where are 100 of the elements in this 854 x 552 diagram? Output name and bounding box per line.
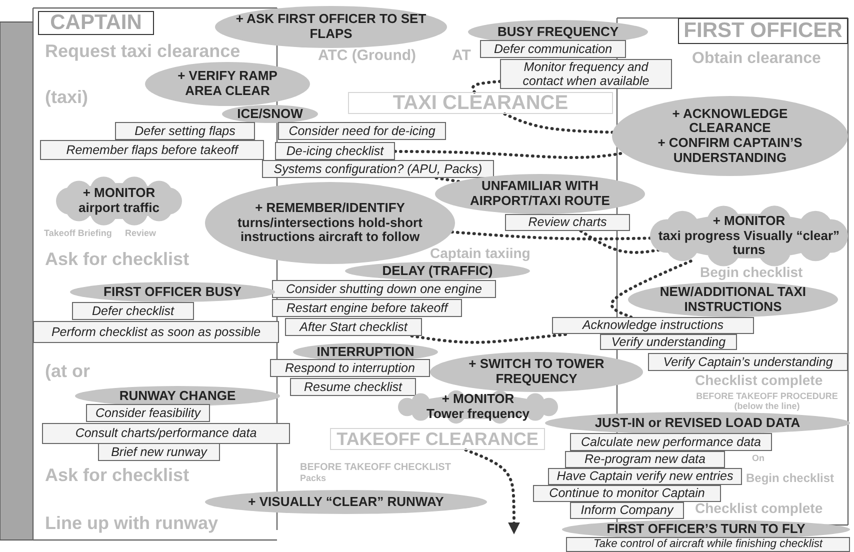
oval-callout	[545, 412, 850, 434]
note-box	[272, 280, 496, 298]
callout-heading: ICE/SNOW	[237, 106, 303, 122]
phase-label-box	[348, 92, 613, 114]
faint-text: Begin checklist	[700, 265, 803, 280]
callout-heading: airport traffic	[78, 201, 160, 216]
faint-text: (taxi)	[45, 88, 88, 108]
faint-text: On	[752, 454, 764, 464]
faint-text: Request taxi clearance	[45, 42, 240, 62]
note-text: Consider need for de-icing	[288, 124, 436, 138]
callout-heading: NEW/ADDITIONAL TAXI INSTRUCTIONS	[658, 284, 808, 314]
note-text: Consider feasibility	[96, 406, 200, 420]
note-box	[648, 353, 848, 371]
note-box	[33, 321, 279, 343]
column-title: FIRST OFFICER	[684, 19, 842, 43]
callout-heading: + VISUALLY “CLEAR” RUNWAY	[248, 494, 444, 510]
note-text: Brief new runway	[111, 444, 207, 460]
callout-heading: + VERIFY RAMP AREA CLEAR	[176, 69, 278, 99]
dotted-connector	[450, 230, 652, 240]
note-text: Restart engine before takeoff	[286, 300, 448, 316]
note-text: Defer setting flaps	[134, 124, 236, 138]
dotted-connector	[434, 176, 460, 183]
note-box	[533, 485, 721, 502]
note-box	[500, 59, 672, 89]
callout-heading: + MONITOR	[82, 186, 156, 201]
note-text: Inform Company	[580, 503, 674, 518]
faint-text: Checklist complete	[695, 501, 823, 516]
note-box	[570, 433, 772, 451]
callout-heading: FIRST OFFICER’S TURN TO FLY	[606, 522, 806, 537]
note-text: Verify Captain’s understanding	[663, 354, 833, 370]
callout-heading: + ASK FIRST OFFICER TO SET FLAPS	[234, 12, 428, 42]
note-box	[570, 502, 684, 519]
faint-text: (at or	[45, 362, 90, 382]
oval-callout	[345, 262, 530, 280]
note-box	[86, 404, 210, 422]
dotted-arrow	[464, 448, 520, 534]
note-box	[290, 378, 416, 396]
callout-heading: + SWITCH TO TOWER FREQUENCY	[468, 357, 606, 387]
note-box	[278, 122, 446, 140]
note-text: Consult charts/performance data	[75, 426, 257, 441]
faint-text: Captain taxiing	[430, 246, 530, 262]
callout-heading: + ACKNOWLEDGE CLEARANCE	[671, 106, 789, 136]
faint-text: Checklist complete	[695, 373, 823, 388]
note-text: Defer communication	[494, 42, 612, 56]
faint-text: BEFORE TAKEOFF CHECKLIST	[300, 462, 451, 473]
note-box	[566, 537, 850, 552]
note-text: Review charts	[528, 215, 607, 230]
callout-heading: + MONITOR	[442, 392, 514, 407]
note-text: Monitor frequency and contact when available	[522, 60, 650, 88]
note-box	[480, 40, 626, 58]
note-text: Remember flaps before takeoff	[66, 142, 238, 158]
faint-text: Line up with runway	[45, 514, 218, 534]
note-box	[552, 317, 754, 334]
callout-heading: turns/intersections hold-short instructions aircraft to follow	[236, 216, 424, 245]
faint-text: Ask for checklist	[45, 466, 190, 486]
dotted-connector	[579, 230, 662, 254]
note-text: Acknowledge instructions	[582, 318, 724, 333]
note-text: Resume checklist	[304, 380, 402, 394]
faint-text: BEFORE TAKEOFF PROCEDURE (below the line)	[695, 392, 839, 412]
note-box	[285, 318, 422, 336]
oval-callout	[612, 96, 848, 176]
callout-heading: + REMEMBER/IDENTIFY	[255, 201, 405, 216]
faint-text: ATC (Ground)	[318, 48, 416, 64]
note-text: Continue to monitor Captain	[549, 486, 705, 501]
note-box	[40, 140, 264, 160]
dotted-connector	[394, 150, 625, 159]
column-title: CAPTAIN	[50, 11, 142, 35]
note-box	[272, 299, 462, 317]
note-text: Consider shutting down one engine	[286, 282, 482, 296]
note-text: Calculate new performance data	[581, 434, 761, 450]
note-box	[548, 468, 742, 485]
oval-callout	[430, 352, 643, 392]
callout-heading: BUSY FREQUENCY	[497, 24, 619, 40]
note-text: Respond to interruption	[285, 360, 415, 376]
note-text: Systems configuration? (APU, Packs)	[274, 162, 482, 176]
cloud-callout	[650, 205, 848, 267]
callout-heading: Tower frequency	[426, 407, 530, 422]
oval-callout	[435, 174, 645, 214]
callout-heading: taxi progress Visually “clear” turns	[658, 228, 840, 258]
note-box	[115, 122, 255, 140]
faint-text: AT	[452, 48, 471, 64]
faint-text: Packs	[300, 474, 326, 484]
callout-heading: FIRST OFFICER BUSY	[104, 284, 242, 300]
oval-callout	[145, 62, 310, 106]
note-box	[42, 423, 290, 444]
note-text: After Start checklist	[300, 320, 408, 334]
oval-callout	[205, 490, 487, 514]
callout-heading: INTERRUPTION	[316, 344, 414, 360]
note-box	[98, 443, 220, 461]
column-title-box	[38, 11, 154, 35]
oval-callout	[222, 105, 318, 123]
note-box	[270, 359, 430, 377]
faint-text: Begin checklist	[746, 472, 834, 486]
phase-title: TAKEOFF CLEARANCE	[336, 428, 538, 450]
phase-title: TAXI CLEARANCE	[392, 92, 568, 114]
faint-text: Ask for checklist	[45, 250, 190, 270]
oval-callout	[75, 386, 280, 406]
note-text: Re-program new data	[584, 452, 706, 467]
note-box	[565, 451, 725, 468]
note-box	[262, 160, 494, 178]
